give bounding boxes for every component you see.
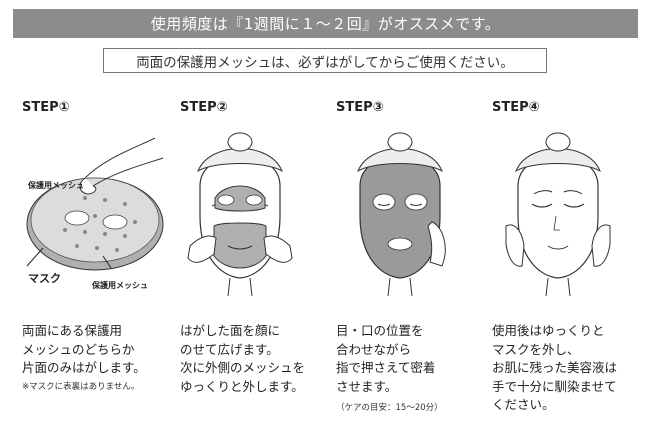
mask-label: マスク: [28, 272, 61, 285]
step-1-title: STEP①: [22, 100, 70, 115]
face-after-mask-illustration: [505, 132, 611, 296]
step-1-description: 両面にある保護用 メッシュのどちらか 片面のみはがします。: [22, 323, 146, 375]
step-3-care-time-note: （ケアの目安：15～20分）: [336, 403, 443, 413]
step-2-title: STEP②: [180, 100, 228, 115]
usage-frequency-banner: 使用頻度は『1週間に１～２回』がオススメです。: [13, 9, 638, 38]
step-1-note: ※マスクに表裏はありません。: [22, 382, 140, 392]
step-4-title: STEP④: [492, 100, 540, 115]
step-3-title: STEP③: [336, 100, 384, 115]
mesh-top-label: 保護用メッシュ: [28, 181, 84, 190]
step-2-description: はがした面を顔に のせて広げます。 次に外側のメッシュを ゆっくりと外します。: [180, 323, 306, 394]
mask-with-mesh-illustration: [26, 138, 164, 271]
step-3-description: 目・口の位置を 合わせながら 指で押さえて密着 させます。: [336, 323, 436, 394]
face-applying-mask-illustration: [187, 132, 293, 296]
mesh-bottom-label: 保護用メッシュ: [92, 281, 148, 290]
face-with-mask-illustration: [356, 132, 446, 296]
step-4-description: 使用後はゆっくりと マスクを外し、 お肌に残った美容液は 手で十分に馴染ませて …: [492, 323, 618, 412]
mesh-removal-notice: 両面の保護用メッシュは、必ずはがしてからご使用ください。: [103, 48, 547, 73]
